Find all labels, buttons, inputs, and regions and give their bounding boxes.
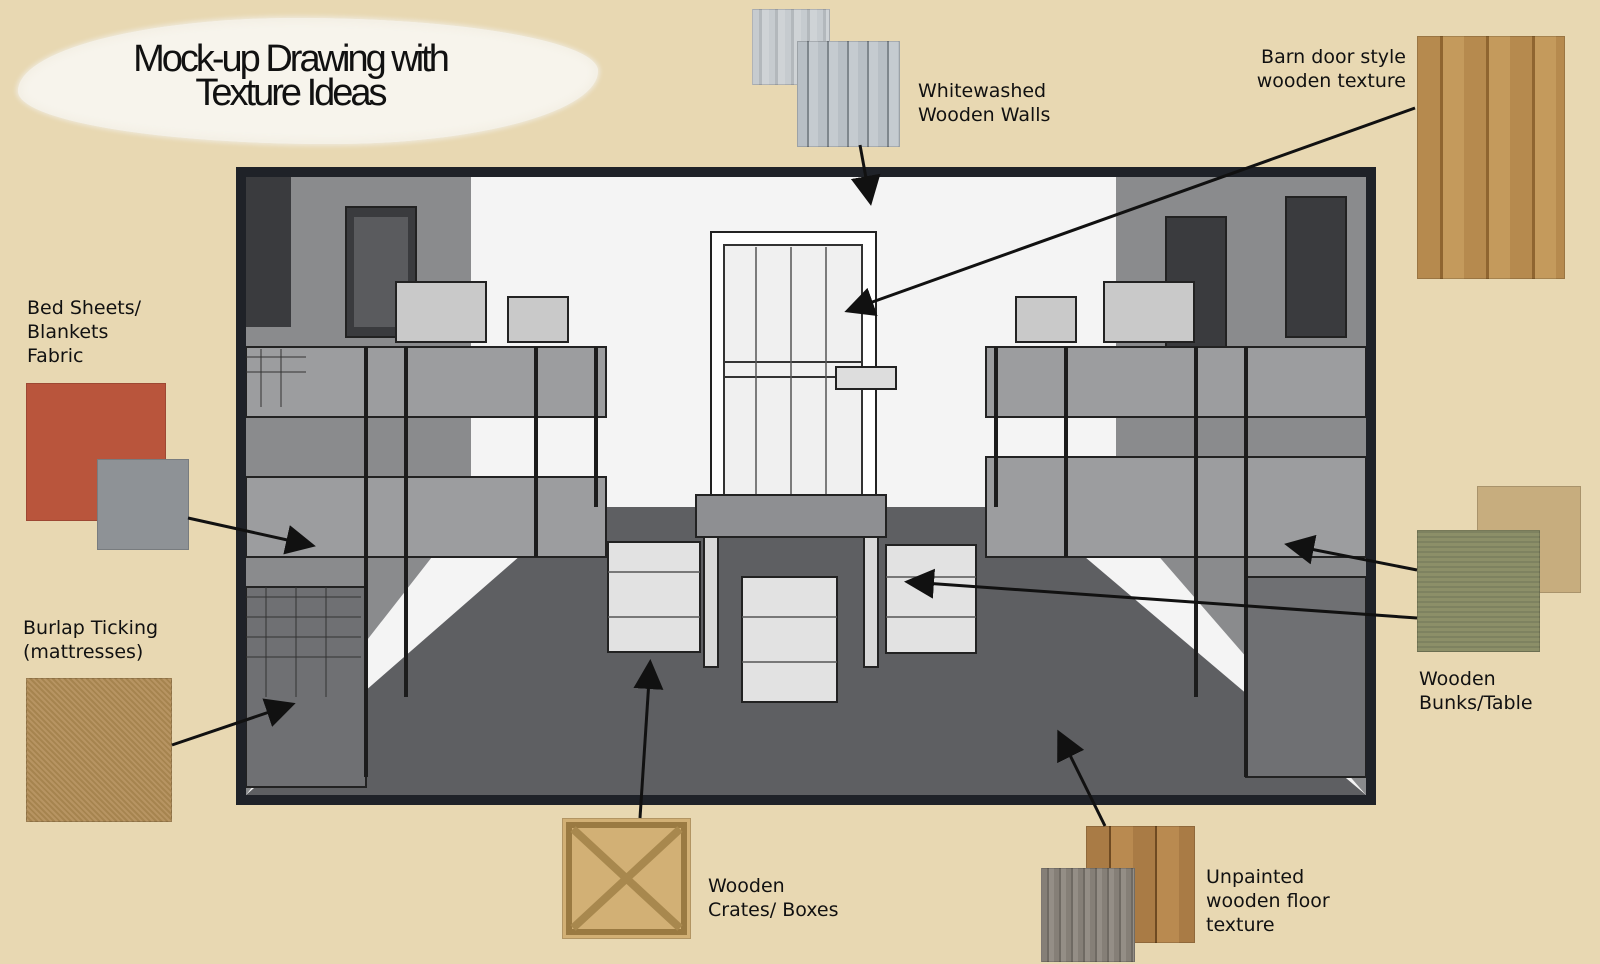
label-barn-door: Barn door style wooden texture (1256, 46, 1406, 92)
fabric-gray-swatch (97, 459, 189, 550)
title-line-1: Mock-up Drawing with (133, 38, 450, 80)
label-bed-sheets: Bed Sheets/ Blankets Fabric (27, 297, 142, 367)
title-line-2: Texture Ideas (195, 72, 387, 114)
burlap-swatch (26, 678, 172, 822)
label-bunks-table: Wooden Bunks/Table (1419, 668, 1533, 714)
crate-swatch (562, 818, 691, 939)
label-burlap: Burlap Ticking (mattresses) (23, 617, 159, 663)
room-sketch (246, 177, 1366, 795)
label-crates: Wooden Crates/ Boxes (708, 875, 839, 921)
barn-door-swatch (1417, 36, 1565, 279)
floor-gray-swatch (1041, 868, 1135, 962)
whitewash-swatch-front (797, 41, 900, 147)
label-whitewashed-walls: Whitewashed Wooden Walls (918, 80, 1051, 126)
bunk-green-swatch (1417, 530, 1540, 652)
label-floor: Unpainted wooden floor texture (1206, 866, 1330, 936)
title-brush-background (18, 18, 598, 144)
crate-x-brace-icon (566, 822, 687, 935)
page-title: Mock-up Drawing with Texture Ideas (90, 38, 490, 114)
